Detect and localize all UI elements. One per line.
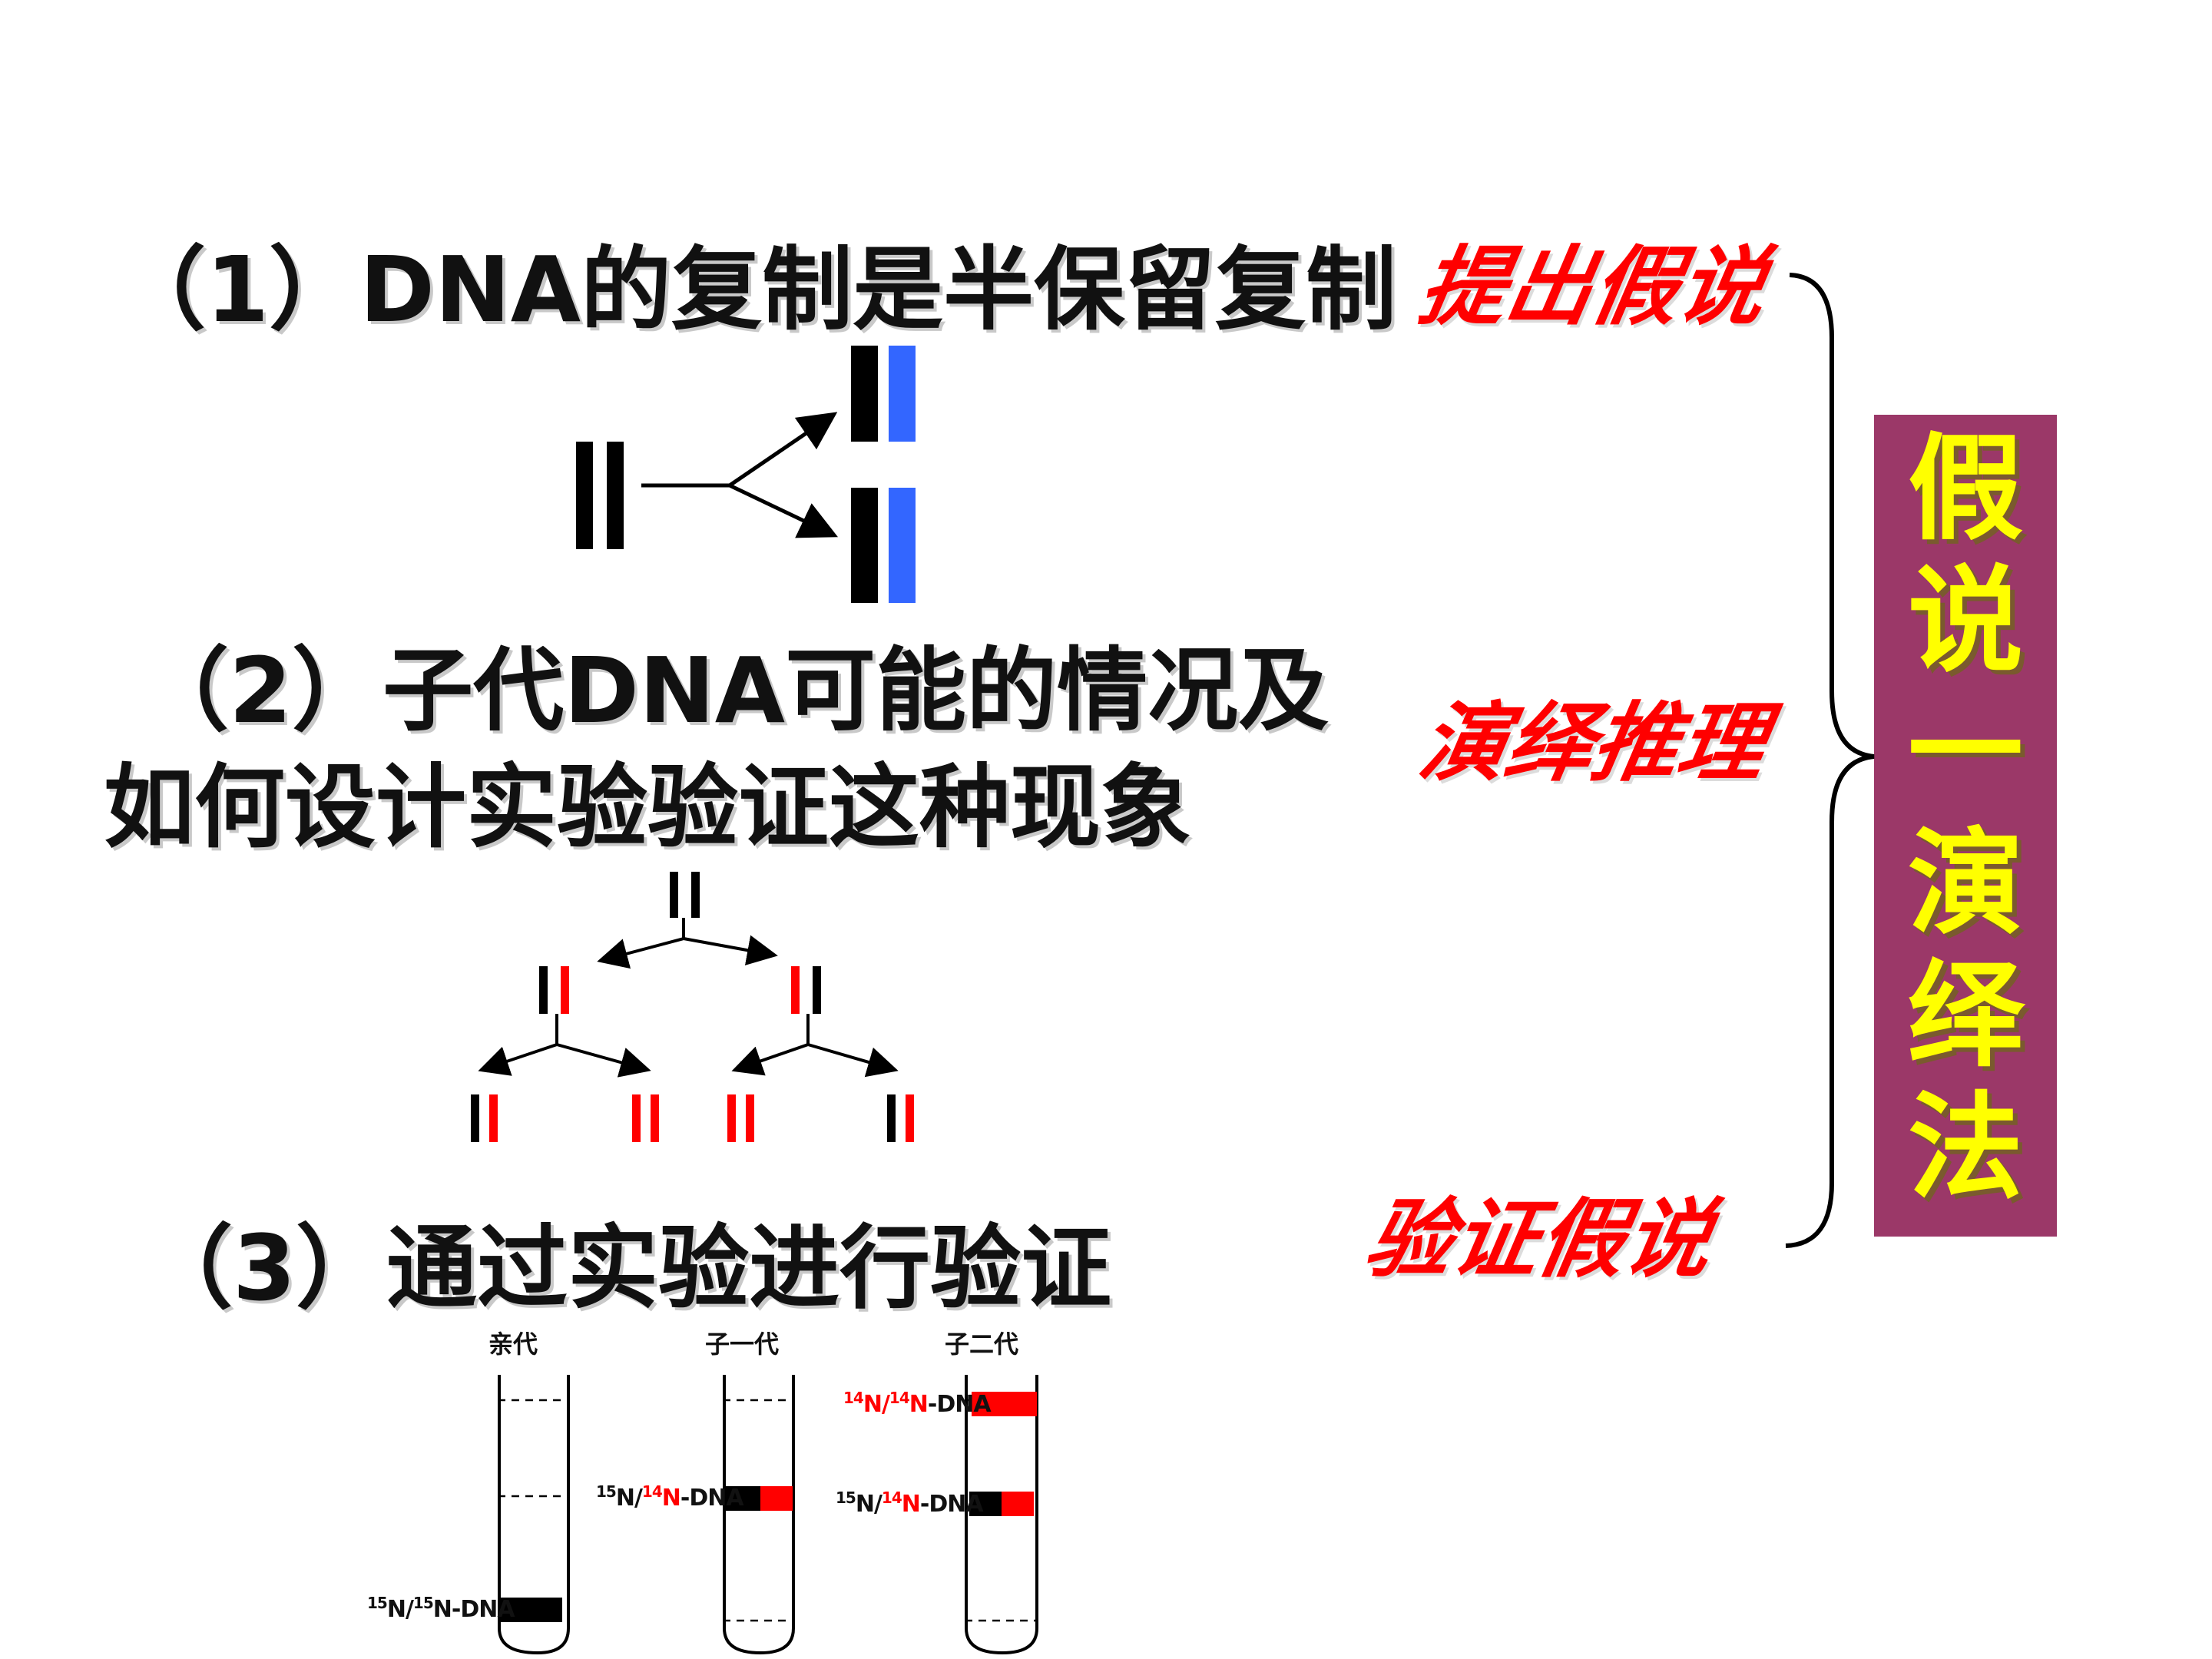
heading-2-line2: 如何设计实验验证这种现象 [104,754,1192,860]
band-f2-bottom-black [969,1492,1002,1516]
band-label-f2-top: 14N/14N-DNA [843,1389,992,1418]
curly-brace [1785,273,1875,1248]
tube-title-f2: 子二代 [945,1330,1019,1359]
heading-2-line1: （2）子代DNA可能的情况及 [138,637,1330,743]
tube-f1 [723,1375,795,1655]
band-label-f1: 15N/14N-DNA [596,1482,744,1512]
method-char: 绎 [1907,949,2023,1083]
method-char: 法 [1907,1081,2023,1215]
daughter-old-strand [851,488,878,603]
method-char: 假 [1907,422,2023,556]
band-f1-red [760,1486,793,1511]
tube-title-f1: 子一代 [705,1330,780,1359]
heading-1: （1）DNA的复制是半保留复制 [115,237,1397,343]
method-char: 一 [1907,685,2023,819]
method-char: 演 [1907,817,2023,951]
method-box: 假 说 一 演 绎 法 [1874,415,2057,1237]
parent-strand [576,442,593,549]
replication-diagram [576,346,916,603]
daughter-new-strand [889,488,916,603]
method-char: 说 [1907,555,2023,688]
generation-tree [471,872,914,1142]
band-f2-bottom-red [1002,1492,1034,1516]
band-label-f2-bottom: 15N/14N-DNA [836,1488,984,1518]
tube-parent [498,1375,570,1655]
heading-3: （3）通过实验进行验证 [142,1215,1112,1321]
daughter-new-strand [889,346,916,442]
band-label-parent: 15N/15N-DNA [367,1594,515,1623]
tube-title-parent: 亲代 [488,1330,538,1359]
band-parent [499,1598,562,1622]
band-f2-top [972,1392,1037,1416]
band-f1-black [726,1486,760,1511]
parent-strand [607,442,624,549]
daughter-old-strand [851,346,878,442]
